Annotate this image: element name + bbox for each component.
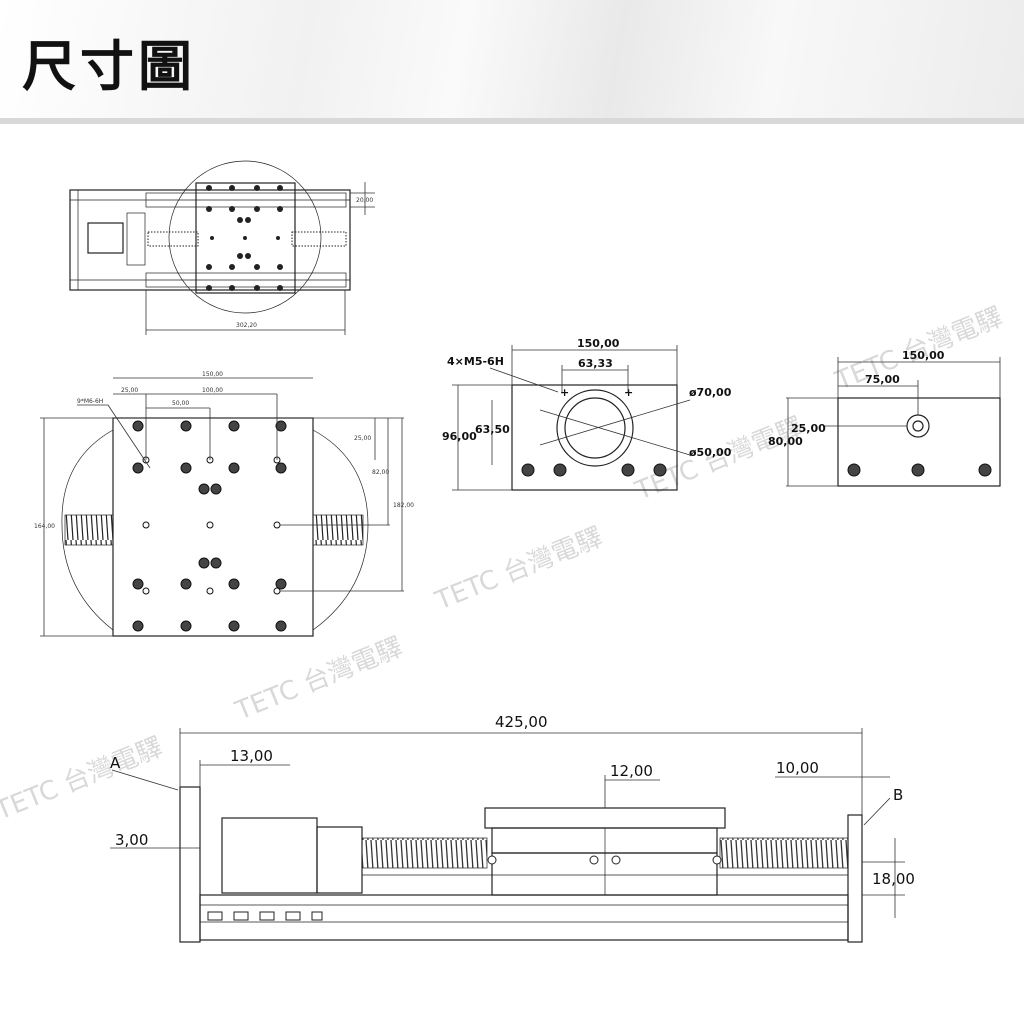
dim-height: 20,00 [356, 197, 373, 204]
dim-center: 63,50 [475, 423, 510, 436]
top-view: 302,20 20,00 [69, 160, 375, 335]
side-view: 425,00 13,00 A 3,00 12,00 10,00 B 18,00 [110, 713, 915, 943]
dim-pitch: 63,33 [578, 357, 613, 370]
holes-callout: 4×M5-6H [447, 355, 504, 368]
label-b: B [893, 786, 903, 804]
dim-width: 150,00 [577, 337, 620, 350]
page-title: 尺寸圖 [22, 35, 196, 98]
svg-text:TETC 台灣電驛: TETC 台灣電驛 [230, 632, 406, 727]
dim-height: 18,00 [872, 870, 915, 888]
hole-callout: 9*M6-6H [77, 398, 103, 405]
dim-pitch: 100,00 [202, 387, 223, 394]
dim-total: 164,00 [34, 523, 55, 530]
dim-height: 96,00 [442, 430, 477, 443]
dim-half: 75,00 [865, 373, 900, 386]
dim-width: 150,00 [902, 349, 945, 362]
svg-text:TETC 台灣電驛: TETC 台灣電驛 [0, 732, 167, 827]
dim-v2: 82,00 [372, 469, 389, 476]
end-view: 150,00 75,00 25,00 80,00 [768, 349, 1001, 487]
dia-inner: ø50,00 [689, 446, 732, 459]
dim-v3: 182,00 [393, 502, 414, 509]
header-banner: 尺寸圖 [0, 0, 1024, 124]
dim-mid: 12,00 [610, 762, 653, 780]
dim-half: 50,00 [172, 400, 189, 407]
dia-outer: ø70,00 [689, 386, 732, 399]
dim-height: 80,00 [768, 435, 803, 448]
svg-text:TETC 台灣電驛: TETC 台灣電驛 [630, 412, 806, 507]
plate-view: 150,00 25,00 100,00 50,00 9*M6-6H 25,00 … [34, 371, 414, 637]
svg-text:+: + [560, 386, 569, 399]
svg-text:TETC 台灣電驛: TETC 台灣電驛 [430, 522, 606, 617]
dim-right: 10,00 [776, 759, 819, 777]
dim-total: 425,00 [495, 713, 548, 731]
dim-width: 150,00 [202, 371, 223, 378]
watermark: TETC 台灣電驛 TETC 台灣電驛 TETC 台灣電驛 TETC 台灣電驛 … [0, 302, 1007, 827]
dim-v1: 25,00 [354, 435, 371, 442]
dim-plate: 3,00 [115, 831, 148, 849]
label-a: A [110, 754, 121, 772]
dim-left: 13,00 [230, 747, 273, 765]
svg-text:+: + [624, 386, 633, 399]
flange-view: ø70,00 ø50,00 + + 150,00 63,33 4×M5-6H 96… [442, 337, 732, 491]
dim-offset: 25,00 [121, 387, 138, 394]
dim-length: 302,20 [236, 322, 257, 329]
dim-center: 25,00 [791, 422, 826, 435]
